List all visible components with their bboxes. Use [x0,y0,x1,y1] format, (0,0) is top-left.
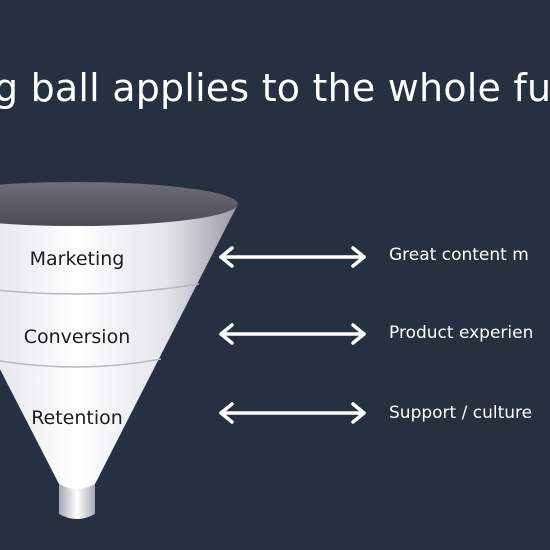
funnel-spout [59,484,95,519]
stage-description-retention: Support / culture [389,403,533,423]
stage-divider [0,358,162,368]
stage-label-conversion: Conversion [24,326,131,348]
stage-label-marketing: Marketing [30,248,125,270]
double-headed-arrow-icon [219,246,366,268]
slide-title: g ball applies to the whole fu [0,66,550,110]
stage-divider [0,283,200,295]
double-headed-arrow-icon [219,323,366,345]
double-headed-arrow-icon [219,402,366,424]
stage-label-retention: Retention [31,407,123,429]
funnel-body [0,204,238,489]
stage-description-marketing: Great content m [389,245,529,265]
funnel-rim [0,182,238,226]
stage-description-conversion: Product experien [389,323,534,343]
